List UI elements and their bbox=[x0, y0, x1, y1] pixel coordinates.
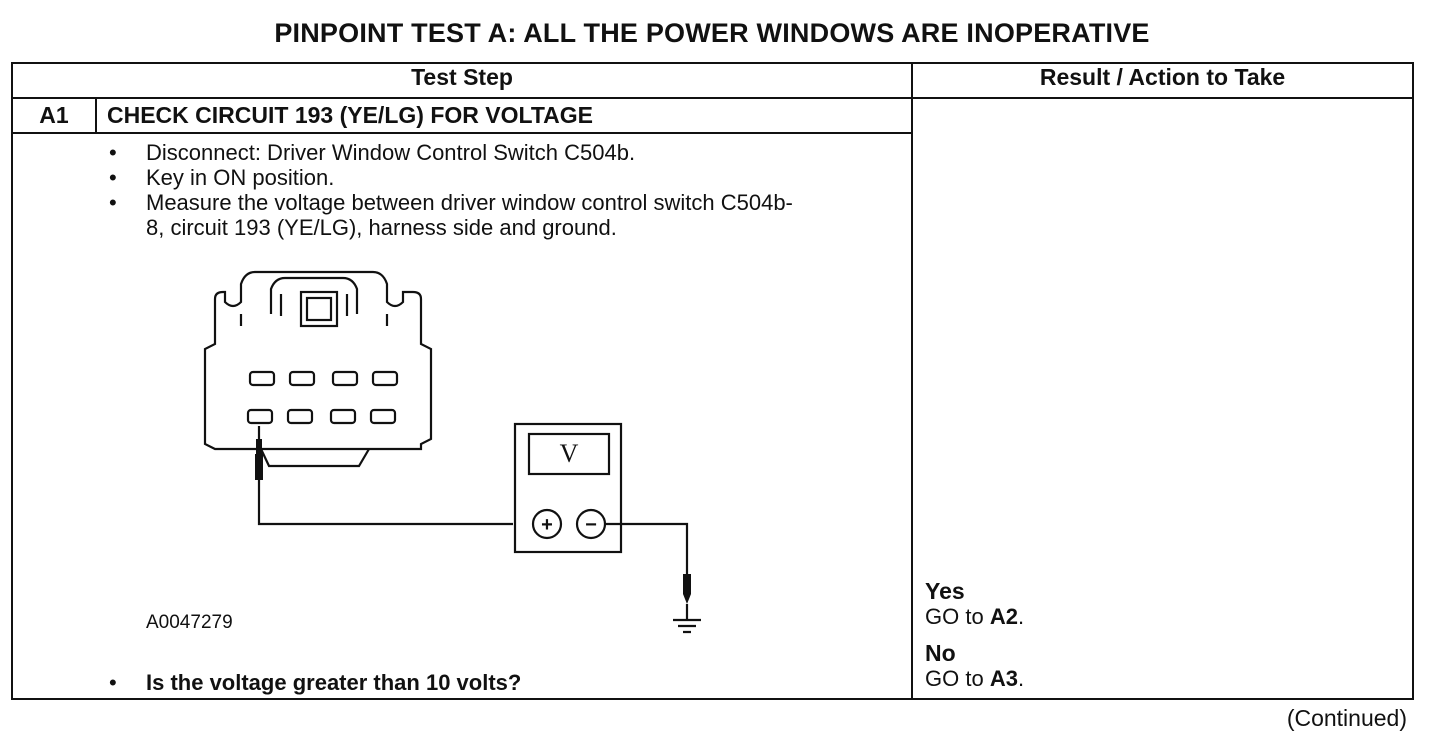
connector-pin bbox=[371, 370, 399, 387]
connector-pin-8 bbox=[246, 408, 274, 425]
pinpoint-test-table: Test Step Result / Action to Take A1 CHE… bbox=[10, 62, 1415, 700]
figure-id: A0047279 bbox=[146, 612, 233, 633]
plus-sign: + bbox=[541, 514, 553, 536]
step-body: Disconnect: Driver Window Control Switch… bbox=[10, 132, 914, 700]
positive-terminal bbox=[531, 508, 563, 540]
result-target-link[interactable]: A3 bbox=[989, 666, 1018, 691]
connector-pin bbox=[286, 408, 314, 425]
result-action: GO to A2. bbox=[925, 604, 1025, 629]
step-id: A1 bbox=[11, 97, 97, 134]
connector-voltmeter-diagram: V + − bbox=[203, 270, 701, 634]
header-test-step: Test Step bbox=[10, 62, 914, 99]
page-title: PINPOINT TEST A: ALL THE POWER WINDOWS A… bbox=[274, 18, 1150, 48]
connector-pin bbox=[331, 370, 359, 387]
result-cell: Yes GO to A2. No GO to A3. bbox=[911, 97, 1415, 700]
connector-pin bbox=[248, 370, 276, 387]
instruction-list: Disconnect: Driver Window Control Switch… bbox=[109, 140, 806, 240]
result-action: GO to A3. bbox=[925, 666, 1025, 691]
voltmeter-body bbox=[513, 422, 623, 554]
connector-bottom bbox=[260, 448, 370, 468]
connector-pin bbox=[329, 408, 357, 425]
result-target-link[interactable]: A2 bbox=[989, 604, 1018, 629]
step-title: CHECK CIRCUIT 193 (YE/LG) FOR VOLTAGE bbox=[94, 97, 914, 134]
instruction-item: Key in ON position. bbox=[109, 165, 806, 190]
connector-pin bbox=[369, 408, 397, 425]
instruction-item: Measure the voltage between driver windo… bbox=[109, 190, 806, 240]
connector-body bbox=[203, 270, 433, 451]
negative-lead bbox=[605, 522, 689, 574]
positive-lead bbox=[257, 426, 513, 526]
instruction-item: Disconnect: Driver Window Control Switch… bbox=[109, 140, 806, 165]
continued-label: (Continued) bbox=[1286, 705, 1407, 731]
result-answer: Yes bbox=[925, 578, 965, 604]
result-yes: Yes GO to A2. bbox=[925, 578, 1025, 630]
result-answer: No bbox=[925, 640, 956, 666]
header-result: Result / Action to Take bbox=[911, 62, 1415, 99]
voltmeter-display bbox=[527, 432, 611, 476]
voltmeter-label: V bbox=[560, 439, 579, 468]
step-question: Is the voltage greater than 10 volts? bbox=[109, 670, 521, 696]
result-no: No GO to A3. bbox=[925, 640, 1025, 692]
connector-pin bbox=[288, 370, 316, 387]
ground-symbol bbox=[673, 604, 701, 634]
minus-sign: − bbox=[585, 514, 597, 536]
connector-latch bbox=[269, 276, 359, 314]
